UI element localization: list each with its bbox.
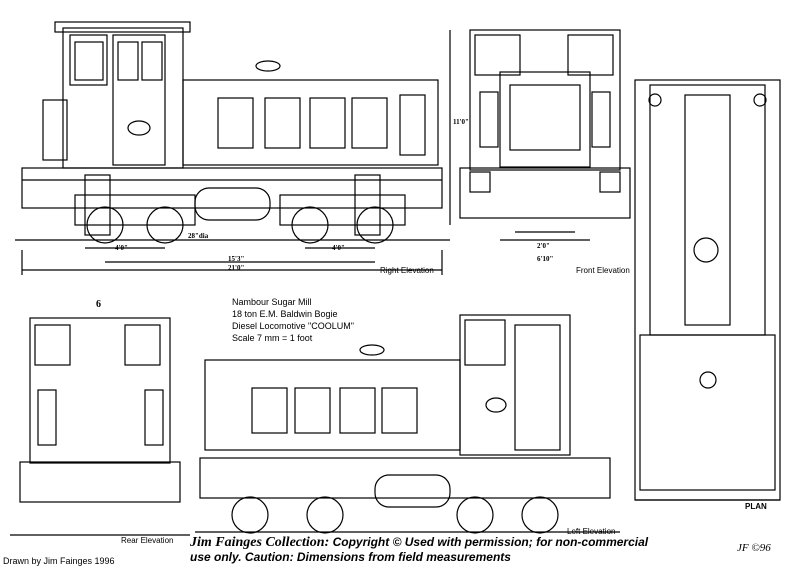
copyright-line-1: Copyright © Used with permission; for no… (329, 535, 649, 549)
copyright-line-2: use only. Caution: Dimensions from field… (190, 550, 511, 564)
title-block: Nambour Sugar Mill 18 ton E.M. Baldwin B… (232, 296, 354, 344)
wheel-diameter-dim: 28"dia (188, 232, 209, 240)
rear-elevation-view (10, 317, 190, 536)
width-dim: 6'10" (537, 255, 554, 263)
rear-number: 6 (96, 299, 101, 310)
bogie-centres-dim: 15'3" (228, 255, 245, 263)
title-line-4: Scale 7 mm = 1 foot (232, 333, 313, 343)
rear-elevation-label: Rear Elevation (121, 536, 174, 545)
front-elevation-label: Front Elevation (576, 266, 630, 275)
bogie-wheelbase-a-dim: 4'0" (115, 244, 128, 252)
left-elevation-view (195, 314, 620, 534)
signature: JF ©96 (737, 542, 771, 554)
copyright-notice: Jim Fainges Collection: Copyright © Used… (190, 535, 648, 565)
height-dim: 11'0" (453, 118, 469, 126)
title-line-3: Diesel Locomotive "COOLUM" (232, 321, 354, 331)
plan-label: PLAN (745, 502, 767, 511)
drawn-by: Drawn by Jim Fainges 1996 (3, 556, 115, 566)
right-elevation-label: Right Elevation (380, 266, 434, 275)
plan-view (634, 79, 781, 501)
bogie-wheelbase-b-dim: 4'0" (332, 244, 345, 252)
front-elevation-view (449, 29, 631, 241)
title-line-2: 18 ton E.M. Baldwin Bogie (232, 309, 338, 319)
overall-length-dim: 21'0" (228, 264, 245, 272)
left-elevation-label: Left Elevation (567, 527, 616, 536)
right-elevation-view (15, 21, 450, 275)
gauge-dim: 2'0" (537, 242, 550, 250)
collection-name: Jim Fainges Collection: (190, 535, 330, 550)
title-line-1: Nambour Sugar Mill (232, 297, 312, 307)
